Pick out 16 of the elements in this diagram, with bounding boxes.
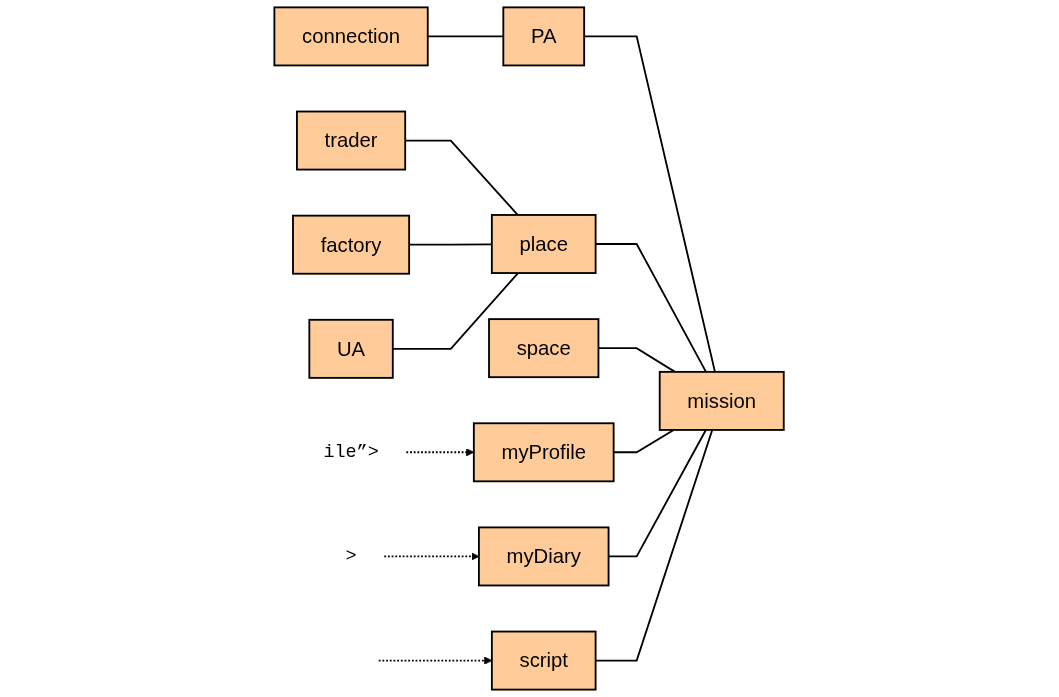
arrow	[378, 656, 493, 665]
node-box: place	[491, 214, 597, 274]
node-box: trader	[296, 110, 407, 171]
node-box: mission	[659, 370, 786, 431]
node-box: connection	[273, 6, 430, 67]
node-box: myProfile	[473, 422, 615, 483]
node-box: UA	[308, 318, 395, 379]
node-box: script	[491, 630, 597, 691]
node-box: factory	[292, 214, 411, 275]
arrow	[405, 448, 475, 457]
node-box: myDiary	[478, 526, 610, 587]
node-box: PA	[502, 6, 586, 67]
node-text: >	[345, 545, 358, 567]
node-text: ile”>	[323, 441, 380, 463]
node-box: space	[488, 318, 600, 379]
arrow	[383, 552, 480, 561]
